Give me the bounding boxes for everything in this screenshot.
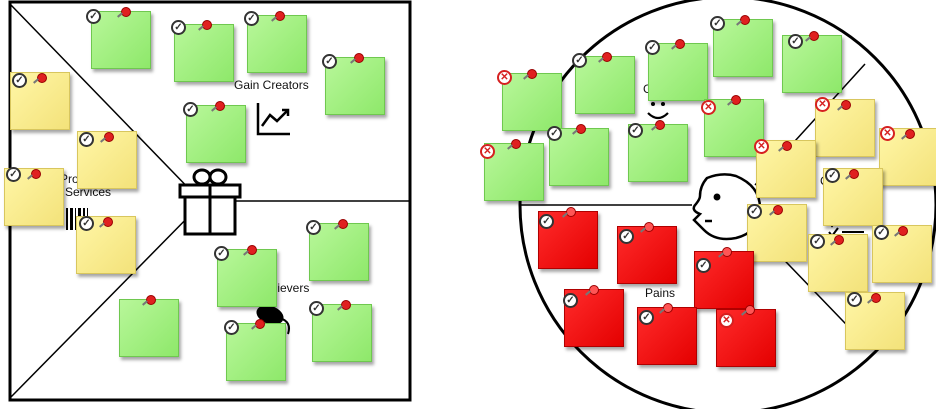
check-icon: ✓ xyxy=(86,9,101,24)
face-profile-icon xyxy=(692,173,762,241)
chart-up-icon xyxy=(256,103,290,136)
check-icon: ✓ xyxy=(847,292,862,307)
cross-icon: ✕ xyxy=(719,313,734,328)
check-icon: ✓ xyxy=(79,216,94,231)
sticky-note-green[interactable]: ✓ xyxy=(183,101,246,163)
check-icon: ✓ xyxy=(12,73,27,88)
check-icon: ✓ xyxy=(619,229,634,244)
check-icon: ✓ xyxy=(874,225,889,240)
smiley-icon xyxy=(647,102,669,120)
divider-top-diagonal xyxy=(9,3,201,201)
sticky-note-yellow[interactable]: ✓ xyxy=(10,72,70,130)
sticky-note-green[interactable]: ✓ xyxy=(309,300,372,362)
sticky-note-green[interactable]: ✓ xyxy=(214,245,277,307)
sticky-note-green[interactable]: ✓ xyxy=(224,319,286,381)
check-icon: ✓ xyxy=(183,102,198,117)
cross-icon: ✕ xyxy=(480,144,495,159)
cross-icon: ✕ xyxy=(497,70,512,85)
check-icon: ✓ xyxy=(628,123,643,138)
sticky-note-yellow[interactable]: ✓ xyxy=(76,216,136,274)
sticky-note-red[interactable]: ✕ xyxy=(716,305,776,367)
sticky-note-green[interactable]: ✓ xyxy=(547,124,609,186)
divider-bottom-diagonal xyxy=(9,204,201,399)
check-icon: ✓ xyxy=(825,168,840,183)
sticky-note-green[interactable] xyxy=(119,295,179,357)
sticky-note-green[interactable]: ✕ xyxy=(480,139,544,201)
check-icon: ✓ xyxy=(214,246,229,261)
sticky-note-green[interactable]: ✓ xyxy=(710,15,773,77)
gift-icon xyxy=(178,168,242,236)
check-icon: ✓ xyxy=(547,126,562,141)
sticky-note-green[interactable]: ✓ xyxy=(572,52,635,114)
label-gain-creators: Gain Creators xyxy=(234,78,309,92)
check-icon: ✓ xyxy=(539,214,554,229)
check-icon: ✓ xyxy=(563,293,578,308)
sticky-note-yellow[interactable]: ✕ xyxy=(879,126,936,186)
check-icon: ✓ xyxy=(244,11,259,26)
check-icon: ✓ xyxy=(639,310,654,325)
sticky-note-green[interactable]: ✕ xyxy=(497,69,562,131)
sticky-note-green[interactable]: ✓ xyxy=(244,11,307,73)
cross-icon: ✕ xyxy=(701,100,716,115)
check-icon: ✓ xyxy=(309,301,324,316)
check-icon: ✓ xyxy=(306,220,321,235)
sticky-note-yellow[interactable]: ✓ xyxy=(872,225,932,283)
label-pains: Pains xyxy=(645,286,676,300)
sticky-note-green[interactable]: ✓ xyxy=(322,53,385,115)
check-icon: ✓ xyxy=(322,54,337,69)
label-pain-relievers: elievers xyxy=(268,281,310,295)
sticky-note-green[interactable]: ✓ xyxy=(306,219,369,281)
sticky-note-red[interactable]: ✓ xyxy=(637,303,697,365)
sticky-note-yellow[interactable]: ✓ xyxy=(808,234,868,292)
sticky-note-green[interactable]: ✓ xyxy=(645,39,708,101)
sticky-note-green[interactable]: ✓ xyxy=(86,7,151,69)
sticky-note-green[interactable]: ✓ xyxy=(171,20,234,82)
label-products-services-1: Pro xyxy=(60,172,79,186)
sticky-note-red[interactable]: ✓ xyxy=(617,222,677,284)
customer-profile-frame xyxy=(518,0,936,409)
sticky-note-green[interactable]: ✓ xyxy=(782,31,842,93)
check-icon: ✓ xyxy=(6,167,21,182)
check-icon: ✓ xyxy=(810,234,825,249)
cross-icon: ✕ xyxy=(880,126,895,141)
check-icon: ✓ xyxy=(171,20,186,35)
sticky-note-yellow[interactable]: ✓ xyxy=(845,292,905,350)
check-icon: ✓ xyxy=(710,16,725,31)
sticky-note-yellow[interactable]: ✕ xyxy=(754,139,816,198)
sticky-note-yellow[interactable]: ✓ xyxy=(77,131,137,189)
sticky-note-red[interactable]: ✓ xyxy=(563,285,624,347)
check-icon: ✓ xyxy=(572,53,587,68)
cross-icon: ✕ xyxy=(754,139,769,154)
sticky-note-yellow[interactable]: ✓ xyxy=(4,167,64,226)
check-icon: ✓ xyxy=(747,204,762,219)
check-icon: ✓ xyxy=(224,320,239,335)
label-gains: G xyxy=(643,82,652,96)
sticky-note-yellow[interactable]: ✕ xyxy=(815,97,875,157)
check-icon: ✓ xyxy=(79,132,94,147)
check-icon: ✓ xyxy=(645,40,660,55)
check-icon: ✓ xyxy=(788,34,803,49)
sticky-note-yellow[interactable]: ✓ xyxy=(823,168,883,226)
check-icon: ✓ xyxy=(696,258,711,273)
sticky-note-red[interactable]: ✓ xyxy=(694,247,754,309)
sticky-note-yellow[interactable]: ✓ xyxy=(747,204,807,262)
sticky-note-green[interactable]: ✓ xyxy=(628,120,688,182)
sticky-note-red[interactable]: ✓ xyxy=(538,207,598,269)
cross-icon: ✕ xyxy=(815,97,830,112)
